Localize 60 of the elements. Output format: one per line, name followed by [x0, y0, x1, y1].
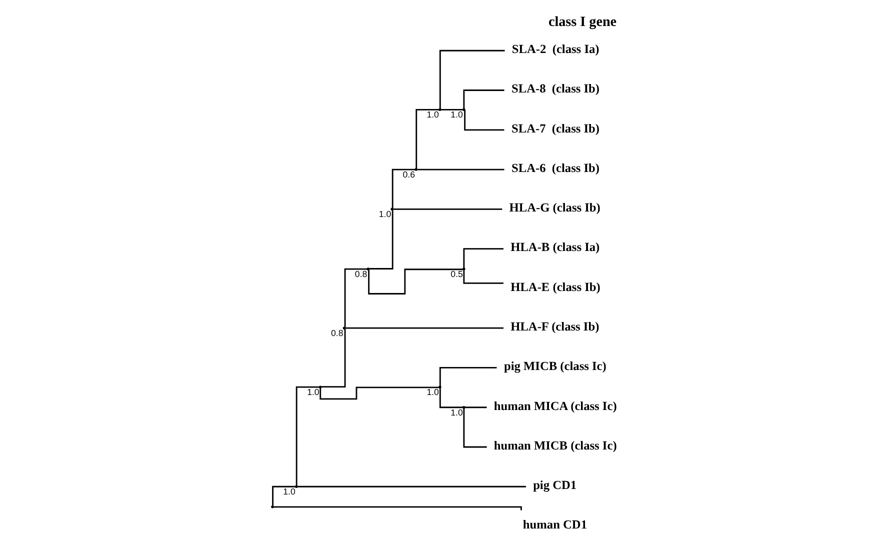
node-label: 0.8: [354, 269, 367, 280]
node-point: [438, 108, 441, 112]
node-text: SLA-2 (class Ia): [511, 42, 599, 56]
connector: [391, 168, 414, 208]
node-text: SLA-7 (class Ib): [510, 121, 600, 136]
connector: [392, 208, 502, 210]
connector: [438, 367, 496, 386]
node-label: 1.0: [426, 387, 438, 398]
connector: [368, 210, 393, 270]
node-point: [318, 386, 322, 388]
node-label: 1.0: [426, 110, 438, 120]
node-point: [462, 268, 465, 270]
node-text: human MICA (class Ic): [493, 398, 616, 413]
connector: [440, 108, 462, 110]
node-text: pig CD1: [532, 478, 576, 492]
node-point: [366, 268, 370, 270]
connector: [415, 108, 438, 168]
connector: [295, 386, 319, 486]
connector: [462, 90, 504, 109]
node-text: pig MICB (class Ic): [504, 359, 606, 374]
node-label: 1.0: [378, 209, 391, 220]
node-label: 0.8: [330, 328, 343, 338]
connector: [438, 50, 504, 109]
node-label: 1.0: [450, 110, 462, 120]
connector: [345, 327, 503, 329]
connector: [320, 328, 346, 388]
connector: [416, 168, 504, 170]
node-point: [390, 208, 393, 211]
node-text: human CD1: [522, 518, 587, 532]
connector: [462, 248, 503, 268]
node-label: 0.6: [402, 170, 415, 180]
node-text: SLA-6 (class Ib): [510, 160, 600, 175]
node-point: [342, 326, 346, 330]
diagram-title: class I gene: [548, 14, 616, 30]
connector: [273, 506, 522, 510]
node-label: 0.5: [450, 269, 462, 280]
connector: [368, 268, 462, 294]
connector: [344, 268, 367, 328]
node-text: HLA-E (class Ib): [510, 280, 600, 294]
connector: [438, 388, 462, 408]
connector: [462, 270, 503, 284]
connector: [297, 486, 526, 488]
node-label: 1.0: [282, 486, 295, 497]
node-text: HLA-F (class Ib): [510, 319, 599, 334]
node-point: [462, 108, 465, 112]
node-point: [462, 406, 465, 409]
node-point: [294, 485, 298, 488]
connector: [462, 408, 486, 448]
node-label: 1.0: [450, 407, 462, 418]
node-text: human MICB (class Ic): [493, 438, 616, 452]
node-point: [414, 168, 417, 171]
node-label: 1.0: [306, 387, 319, 398]
node-text: HLA-G (class Ib): [508, 200, 600, 215]
node-point: [270, 506, 274, 508]
node-text: SLA-8 (class Ib): [510, 82, 600, 96]
connector: [464, 110, 504, 131]
node-point: [438, 386, 441, 388]
connector: [464, 406, 486, 408]
node-text: HLA-B (class Ia): [510, 240, 600, 254]
connector: [272, 486, 295, 506]
